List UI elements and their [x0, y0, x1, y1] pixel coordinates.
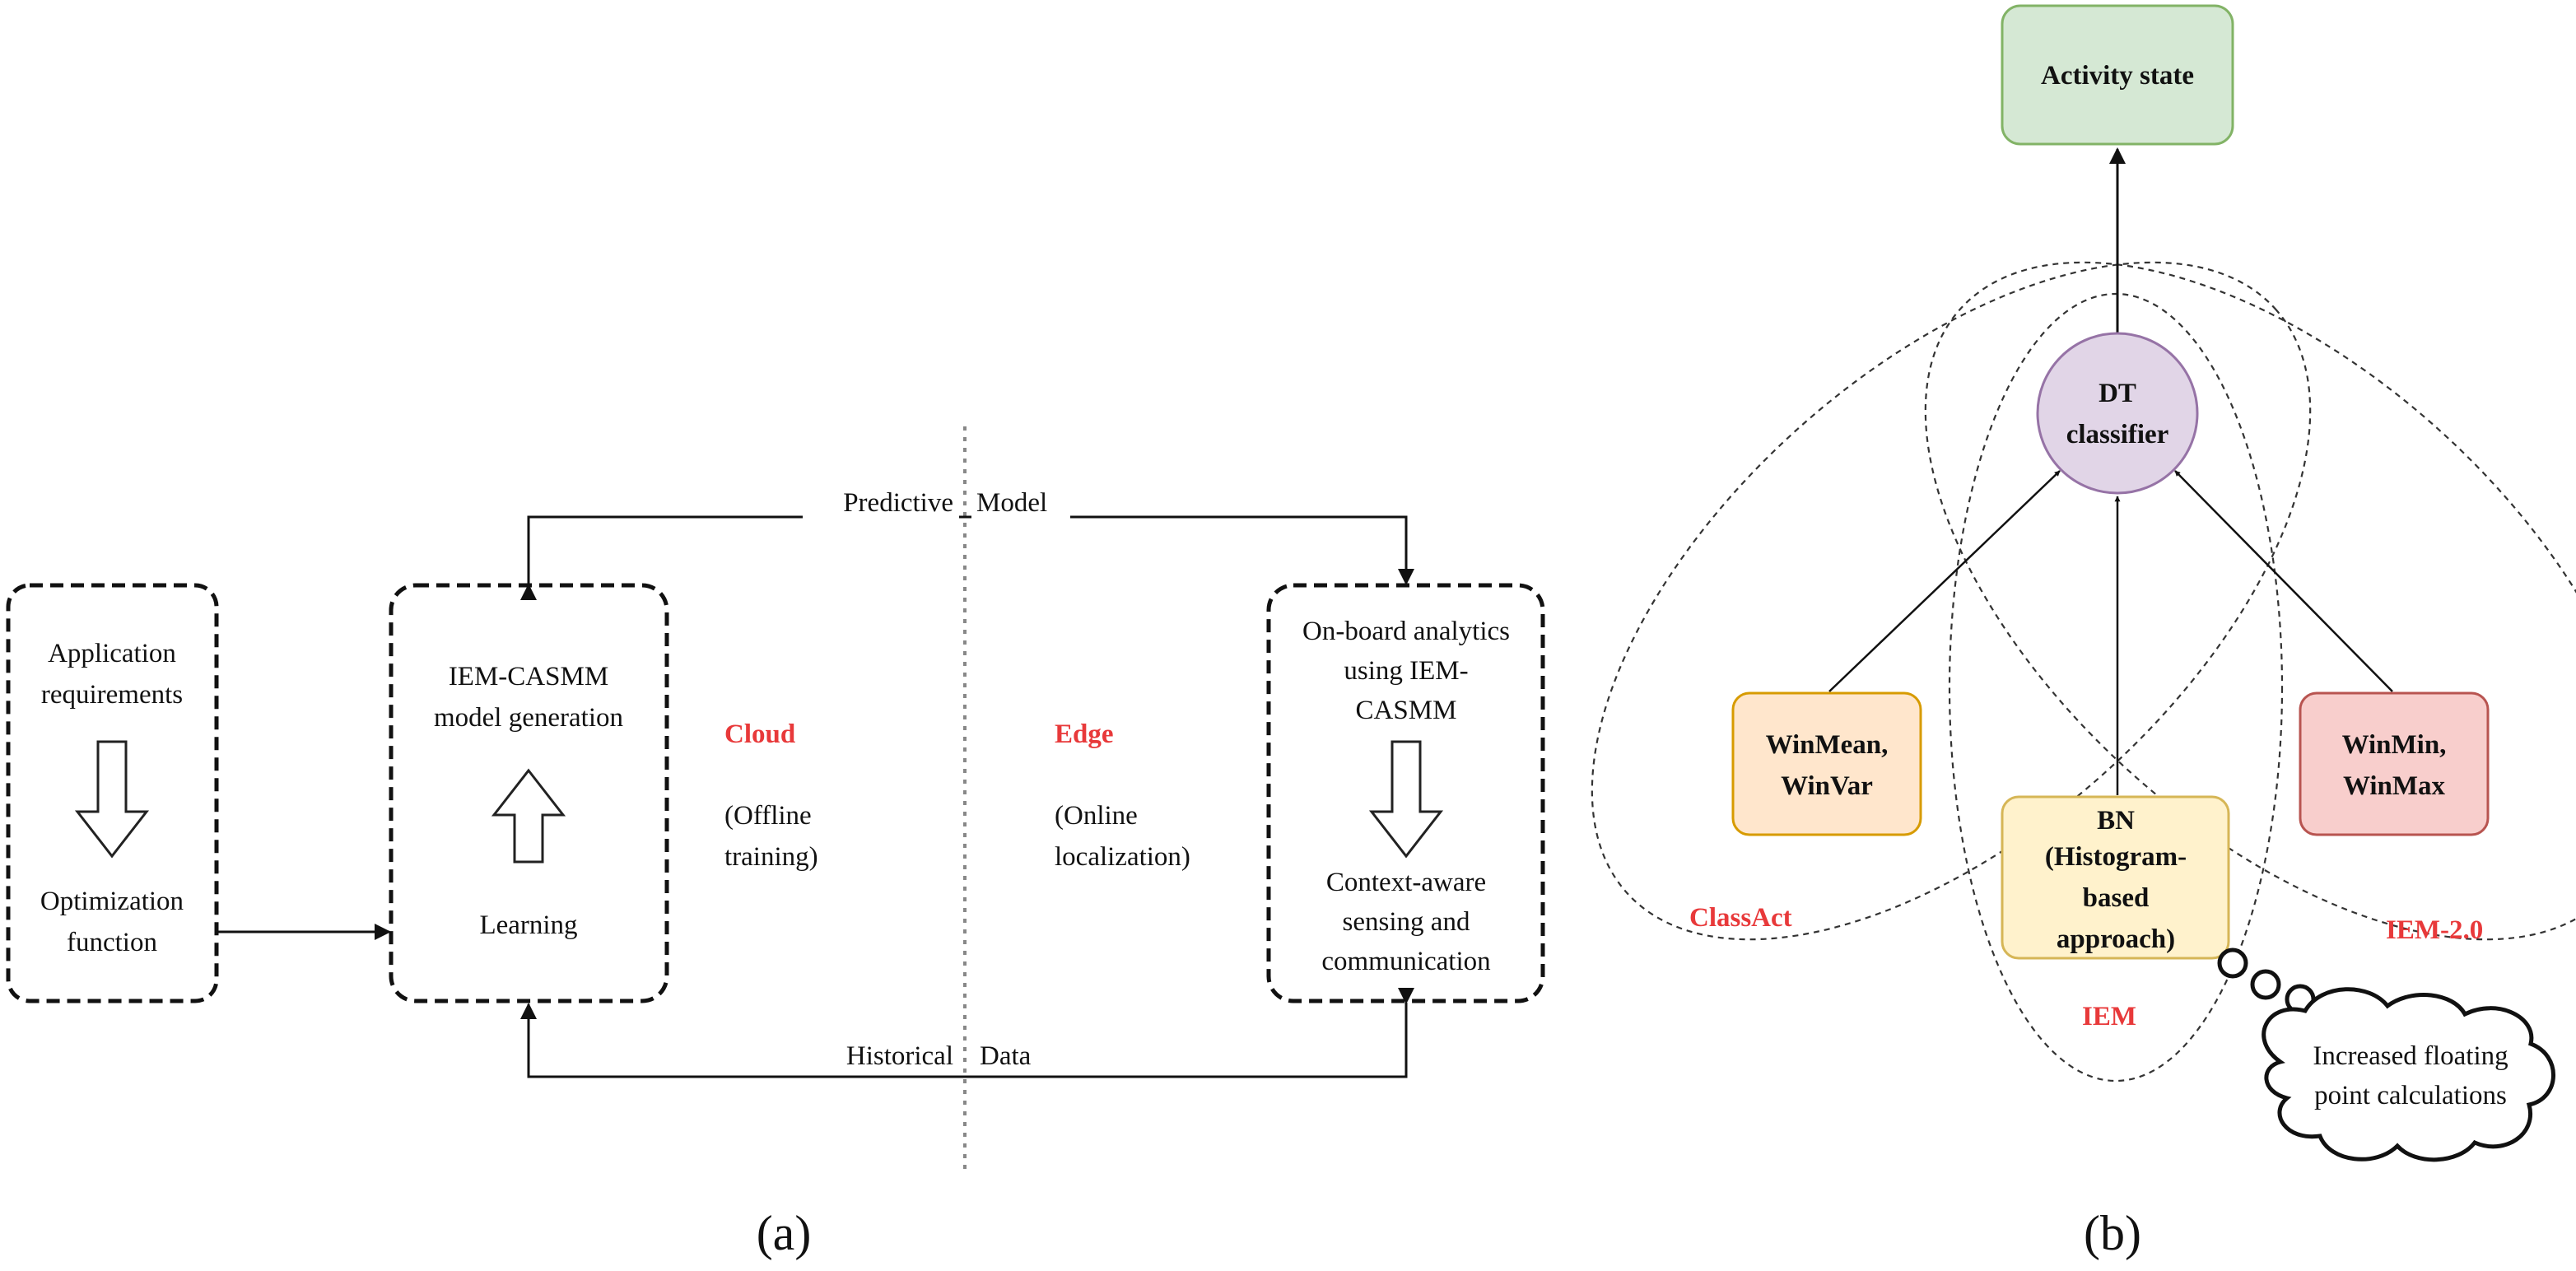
learning-label: Learning: [479, 910, 577, 940]
arrow-winmin-to-dt: [2174, 470, 2393, 692]
data-label: Data: [980, 1041, 1032, 1071]
thought-bubble-dot-2: [2250, 969, 2281, 1000]
optimization-line2: function: [67, 928, 157, 957]
winmean-winvar-box: [1731, 691, 1922, 836]
bn-box: [2001, 795, 2230, 960]
iem2-ellipse: [1924, 261, 2576, 941]
bn-line4: approach): [2057, 924, 2175, 954]
thought-cloud: [2262, 987, 2555, 1162]
edge-line2: localization): [1055, 842, 1190, 872]
context-line2: sensing and: [1343, 907, 1470, 937]
bn-line2: (Histogram-: [2045, 842, 2187, 872]
requirements-line1: Application: [48, 639, 176, 668]
requirements-line2: requirements: [41, 680, 183, 710]
dt-classifier-node: [2036, 332, 2199, 495]
edge-title: Edge: [1055, 719, 1114, 749]
requirements-box: [6, 583, 219, 1003]
up-hollow-arrow: [491, 768, 566, 864]
onboard-line2: using IEM-: [1344, 656, 1468, 686]
winmean-line2: WinVar: [1781, 771, 1873, 801]
winmean-line1: WinMean,: [1766, 730, 1889, 760]
classact-ellipse: [1591, 261, 2312, 941]
iem2-label: IEM-2.0: [2386, 915, 2483, 945]
down-hollow-arrow-right: [1368, 740, 1444, 859]
edge-line1: (Online: [1055, 801, 1138, 831]
data-label-bg: [971, 1039, 1054, 1072]
historical-label-bg: [803, 1039, 959, 1072]
context-line3: communication: [1321, 947, 1490, 976]
historical-label: Historical: [846, 1041, 953, 1071]
caption-b: (b): [2084, 1206, 2141, 1260]
winmin-winmax-box: [2299, 691, 2490, 836]
winmin-line1: WinMin,: [2342, 730, 2447, 760]
panel-a: Application requirements Optimization fu…: [6, 426, 1545, 1260]
cloud-title: Cloud: [724, 719, 795, 749]
model-label-bg: [971, 486, 1070, 522]
model-generation-line1: IEM-CASMM: [449, 662, 608, 691]
cloud-line1: (Offline: [724, 801, 812, 831]
context-line1: Context-aware: [1326, 868, 1486, 897]
iem-ellipse: [1948, 292, 2284, 1082]
predictive-model-connector: [520, 515, 1414, 600]
thought-line1: Increased floating: [2313, 1041, 2508, 1071]
winmin-line2: WinMax: [2343, 771, 2446, 801]
model-label: Model: [976, 488, 1047, 518]
iem-label: IEM: [2082, 1002, 2136, 1031]
caption-a: (a): [757, 1206, 812, 1260]
model-generation-line2: model generation: [434, 703, 623, 733]
historical-data-connector: [520, 988, 1414, 1078]
thought-bubble-dot-1: [2217, 947, 2248, 979]
onboard-line3: CASMM: [1356, 696, 1457, 725]
classact-label: ClassAct: [1689, 903, 1792, 933]
optimization-line1: Optimization: [40, 887, 184, 916]
bn-line3: based: [2083, 883, 2150, 913]
thought-line2: point calculations: [2314, 1081, 2507, 1110]
panel-b: Activity state DT classifier WinMean, Wi…: [1591, 4, 2576, 1260]
arrow-winmean-to-dt: [1828, 470, 2061, 692]
cloud-line2: training): [724, 842, 818, 872]
activity-state-label: Activity state: [2041, 61, 2194, 91]
activity-state-box: [2001, 4, 2234, 146]
dt-label-line2: classifier: [2066, 420, 2169, 449]
bn-line1: BN: [2097, 806, 2135, 836]
predictive-label: Predictive: [843, 488, 953, 518]
onboard-line1: On-board analytics: [1302, 617, 1510, 646]
predictive-label-bg: [803, 486, 959, 522]
dt-label-line1: DT: [2099, 379, 2136, 408]
down-hollow-arrow-left: [74, 740, 150, 859]
